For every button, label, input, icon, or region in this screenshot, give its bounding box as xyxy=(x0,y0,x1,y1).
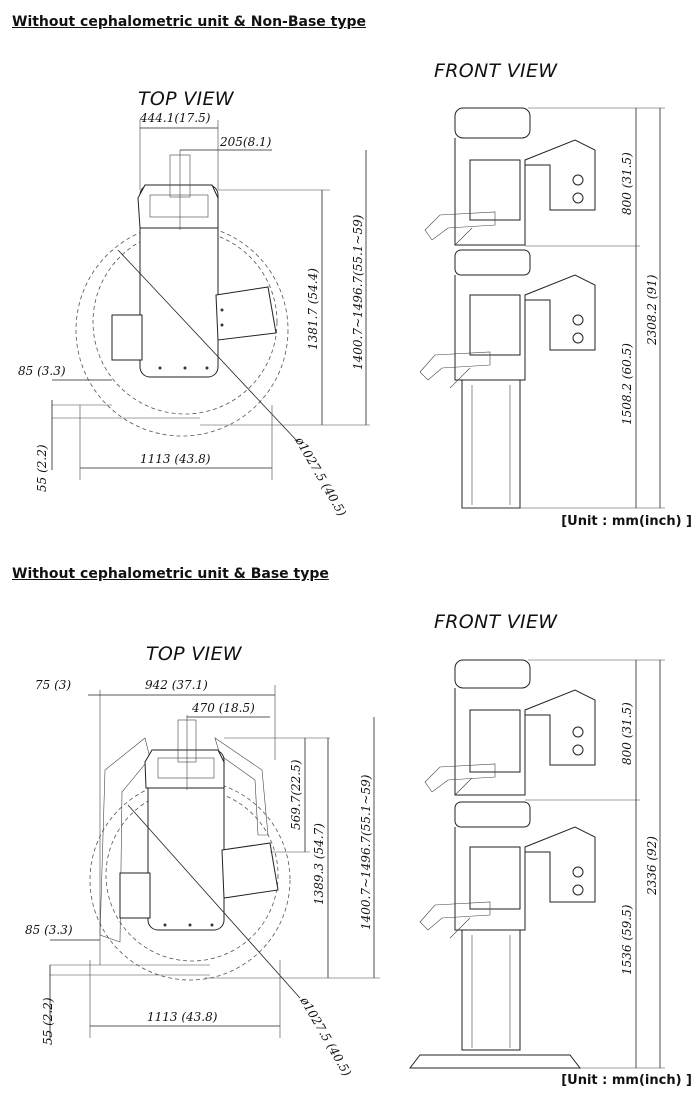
top-head xyxy=(454,107,531,139)
swing-circle-inner xyxy=(92,229,278,415)
dim-width-top: 444.1(17.5) xyxy=(139,111,211,125)
lower-chinrest xyxy=(419,351,491,381)
lower-head xyxy=(454,249,531,276)
base-plate xyxy=(408,1054,582,1069)
lower-head xyxy=(454,801,531,828)
unit-note: [Unit : mm(inch) ] xyxy=(561,1073,692,1088)
back-box xyxy=(119,872,151,919)
front-view-label: FRONT VIEW xyxy=(434,60,558,82)
dim-upper: 800 (31.5) xyxy=(620,702,634,765)
top-view-label: TOP VIEW xyxy=(146,643,242,665)
unit-note: [Unit : mm(inch) ] xyxy=(561,514,692,529)
section-title-base: Without cephalometric unit & Base type xyxy=(12,566,329,582)
swing-circle-inner xyxy=(105,788,279,962)
front-view-drawing-non-base: 800 (31.5) 2308.2 (91) 1508.2 (60.5) xyxy=(419,107,665,509)
front-view-drawing-base: 800 (31.5) 2336 (92) 1536 (59.5) xyxy=(408,659,665,1069)
lower-housing xyxy=(469,294,521,356)
dim-offset: 205(8.1) xyxy=(219,135,272,149)
dim-upper: 800 (31.5) xyxy=(620,152,634,215)
dim-bottom-gap: 55 (2.2) xyxy=(41,997,55,1045)
upper-housing xyxy=(469,159,521,221)
dim-lower: 1508.2 (60.5) xyxy=(620,343,634,425)
dim-width-top: 942 (37.1) xyxy=(145,678,208,692)
column xyxy=(461,379,521,509)
dim-left-top: 75 (3) xyxy=(35,678,71,692)
upper-housing xyxy=(469,709,521,773)
dim-inner: 569.7(22.5) xyxy=(289,759,303,830)
lower-housing xyxy=(469,846,521,910)
top-view-drawing-base: 75 (3) 942 (37.1) 470 (18.5) 569.7(22.5)… xyxy=(25,678,380,1079)
dim-offset: 470 (18.5) xyxy=(191,701,255,715)
side-arm xyxy=(215,286,277,341)
front-view-label: FRONT VIEW xyxy=(434,611,558,633)
dim-left-gap: 85 (3.3) xyxy=(25,923,73,937)
dim-depth: 1389.3 (54.7) xyxy=(312,823,326,905)
lower-chinrest xyxy=(419,901,491,931)
head-detail xyxy=(149,194,209,218)
dim-depth: 1381.7 (54.4) xyxy=(306,268,320,350)
back-box xyxy=(111,314,143,361)
dim-total: 2308.2 (91) xyxy=(645,274,659,346)
dim-height-range: 1400.7~1496.7(55.1~59) xyxy=(359,774,373,930)
top-head xyxy=(454,659,531,689)
side-arm xyxy=(221,842,279,899)
dim-height-range: 1400.7~1496.7(55.1~59) xyxy=(351,214,365,370)
column xyxy=(461,929,521,1051)
head-unit xyxy=(144,749,225,789)
upper-chinrest xyxy=(424,211,496,241)
dim-lower: 1536 (59.5) xyxy=(620,904,634,975)
dim-total: 2336 (92) xyxy=(645,836,659,896)
dim-width-bottom: 1113 (43.8) xyxy=(140,452,211,466)
section-title-non-base: Without cephalometric unit & Non-Base ty… xyxy=(12,14,366,30)
head-detail xyxy=(157,757,215,779)
top-view-drawing-non-base: 444.1(17.5) 205(8.1) 1381.7 (54.4) 1400.… xyxy=(18,111,370,519)
dim-left-gap: 85 (3.3) xyxy=(18,364,66,378)
dim-bottom-gap: 55 (2.2) xyxy=(35,444,49,492)
dim-width-bottom: 1113 (43.8) xyxy=(147,1010,218,1024)
upper-chinrest xyxy=(424,763,496,793)
top-view-label: TOP VIEW xyxy=(138,88,234,110)
